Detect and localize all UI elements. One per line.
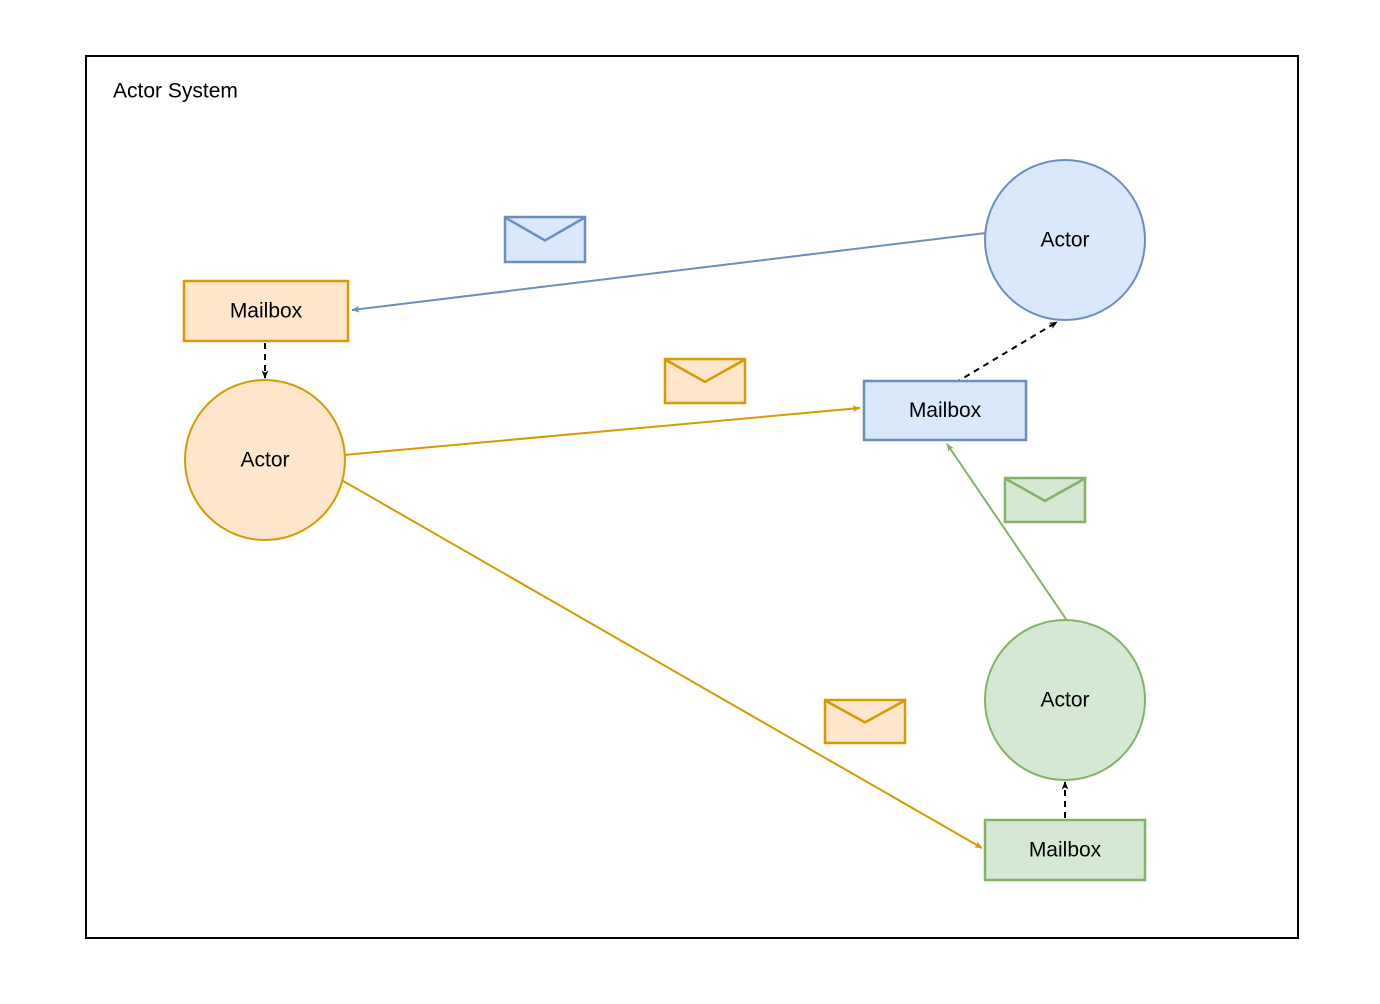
- edge-blue-actor-to-orange-mailbox[interactable]: [351, 232, 987, 313]
- actor-green-shape[interactable]: [984, 619, 1146, 781]
- envelope-flap: [505, 216, 585, 242]
- mailbox-orange-shape[interactable]: [182, 279, 350, 343]
- mailbox-blue-shape[interactable]: [862, 379, 1028, 442]
- envelopes-layer: [503, 215, 1087, 745]
- node-mailbox-orange[interactable]: Mailbox: [182, 279, 350, 343]
- edge-orange-actor-to-blue-mailbox[interactable]: [343, 405, 861, 456]
- envelope-orange-bottom-envelope-icon: [823, 698, 907, 745]
- actor-orange-shape[interactable]: [184, 379, 346, 541]
- edge-blue-mailbox-to-blue-actor[interactable]: [954, 321, 1058, 384]
- edge-green-actor-to-blue-mailbox[interactable]: [946, 443, 1069, 623]
- envelope-flap: [825, 699, 905, 724]
- envelope-blue-envelope-icon: [503, 215, 587, 264]
- envelope-green-envelope-icon: [1003, 476, 1087, 524]
- mailbox-green-shape[interactable]: [983, 818, 1147, 882]
- envelope-orange-top-envelope-icon: [663, 357, 747, 405]
- node-mailbox-blue[interactable]: Mailbox: [862, 379, 1028, 442]
- node-mailbox-green[interactable]: Mailbox: [983, 818, 1147, 882]
- node-actor-orange[interactable]: Actor: [184, 379, 346, 541]
- edges-layer: [261, 232, 1069, 849]
- node-actor-blue[interactable]: Actor: [984, 159, 1146, 321]
- node-actor-green[interactable]: Actor: [984, 619, 1146, 781]
- edge-orange-actor-to-green-mailbox[interactable]: [337, 477, 983, 849]
- envelope-flap: [1005, 477, 1085, 503]
- container-title-label: Actor System: [113, 80, 238, 103]
- envelope-flap: [665, 358, 745, 384]
- actor-blue-shape[interactable]: [984, 159, 1146, 321]
